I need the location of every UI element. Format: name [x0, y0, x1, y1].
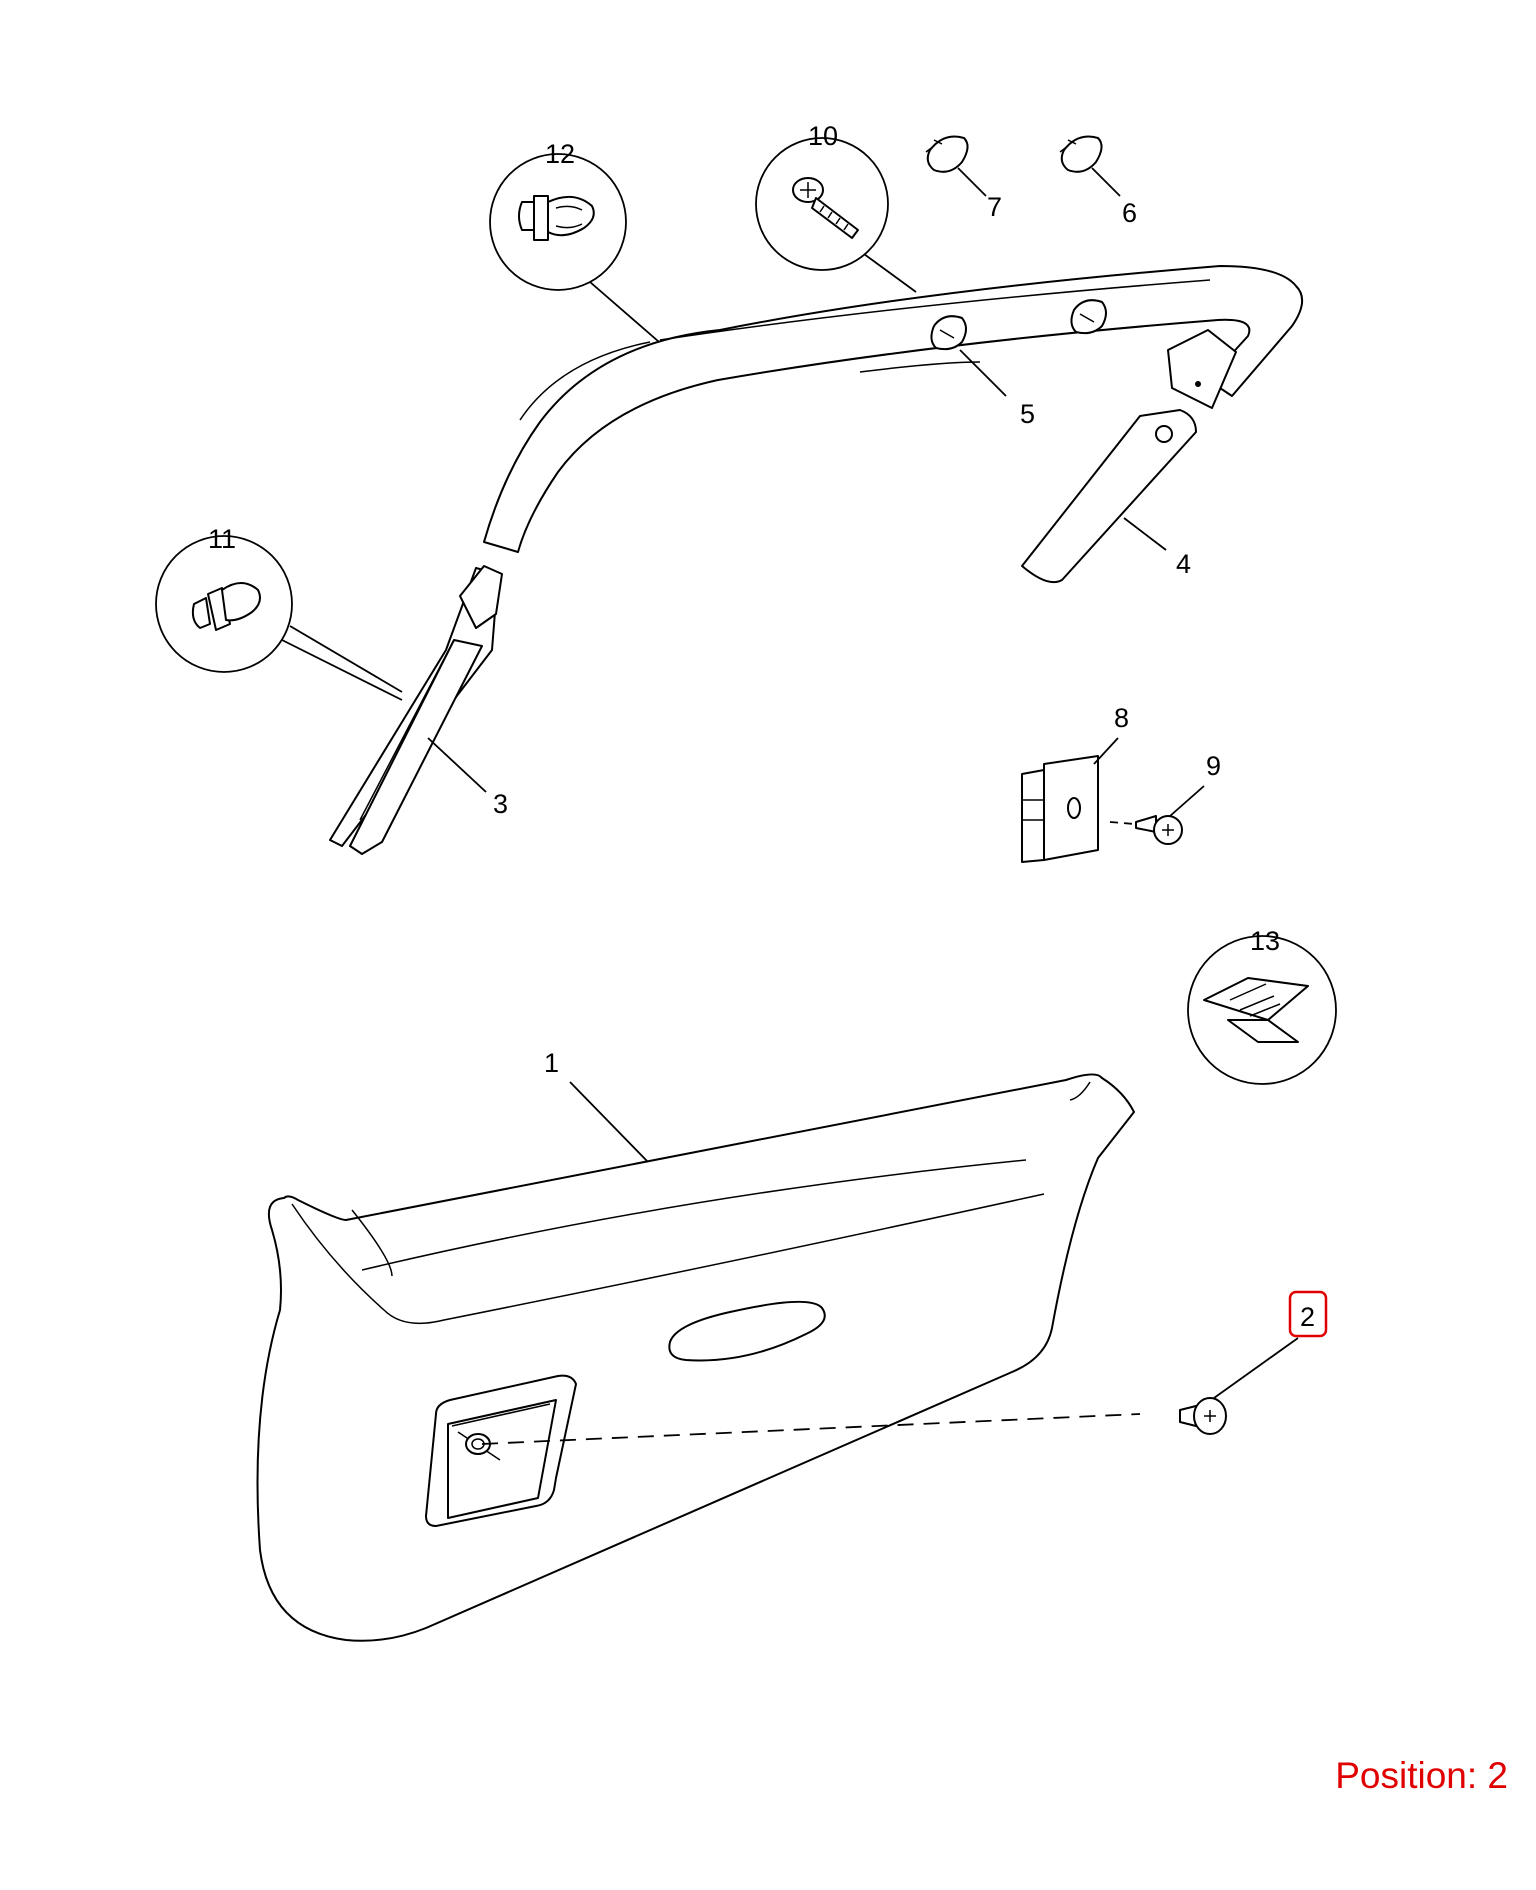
part-13-material — [1187, 935, 1337, 1085]
callout-5: 5 — [1020, 399, 1035, 429]
callout-8: 8 — [1114, 703, 1129, 733]
callout-2-highlight[interactable]: 2 — [1288, 1290, 1328, 1338]
position-caption: Position: 2 — [1335, 1755, 1508, 1797]
part-10-screw — [755, 137, 889, 271]
position-label: Position: — [1335, 1755, 1478, 1796]
callout-13: 13 — [1250, 926, 1280, 956]
part-7-clip — [925, 135, 969, 173]
part-1-door-panel — [256, 1073, 1135, 1642]
position-value: 2 — [1487, 1755, 1508, 1796]
callout-3: 3 — [493, 789, 508, 819]
callout-1: 1 — [544, 1048, 559, 1078]
callout-6: 6 — [1122, 198, 1137, 228]
part-9-screw — [1109, 815, 1183, 845]
callout-2: 2 — [1300, 1302, 1315, 1332]
part-2-screw — [1179, 1397, 1227, 1435]
callout-4: 4 — [1176, 549, 1191, 579]
part-4-pillar-trim — [1021, 409, 1197, 584]
part-3-pillar-trim — [329, 565, 503, 855]
part-12-clip — [489, 153, 627, 291]
callout-12: 12 — [545, 139, 575, 169]
part-11-clip — [155, 535, 293, 673]
part-6-clip — [1059, 135, 1103, 173]
callout-10: 10 — [808, 121, 838, 151]
callout-11: 11 — [208, 524, 236, 554]
callout-7: 7 — [987, 192, 1002, 222]
part-5-clips — [930, 299, 1107, 351]
callout-9: 9 — [1206, 751, 1221, 781]
upper-garnish — [483, 265, 1303, 553]
part-8-retainer — [1021, 755, 1099, 863]
part-2-install-path — [481, 1413, 1141, 1445]
